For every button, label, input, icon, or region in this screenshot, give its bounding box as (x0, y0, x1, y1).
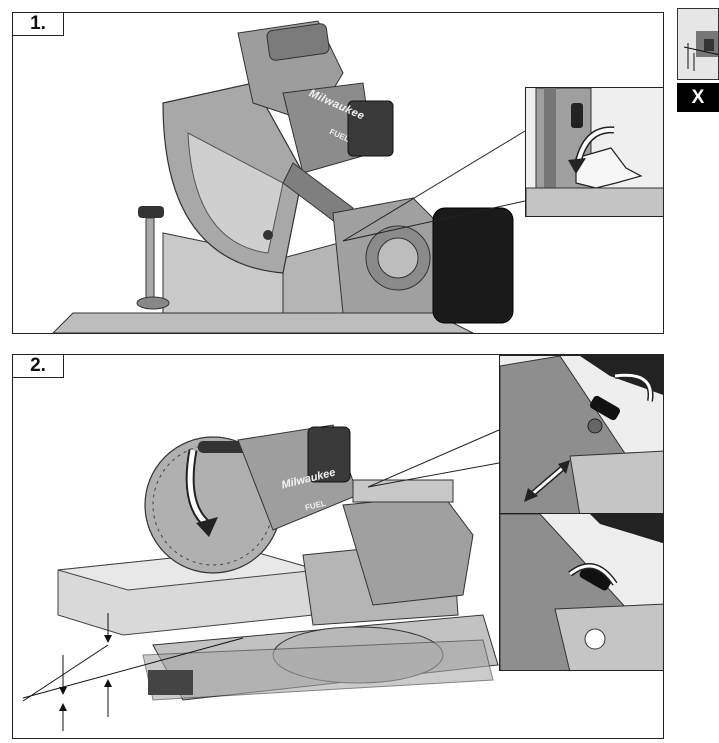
lock-lever-detail (526, 88, 663, 216)
side-tab: X (677, 8, 719, 112)
step-2-detail-inset-bottom (499, 513, 663, 671)
miter-saw-illustration-1 (52, 20, 526, 333)
bevel-knob-loosen-detail (500, 356, 663, 514)
step-1-panel: 1. Milwaukee FUEL (12, 12, 664, 334)
side-tab-thumbnail (677, 8, 719, 80)
step-2-label: 2. (13, 355, 64, 378)
step-1-label: 1. (13, 13, 64, 36)
bevel-knob-tighten-detail (500, 514, 663, 670)
side-tab-label: X (677, 83, 719, 112)
step-1-detail-inset (525, 87, 663, 217)
step-2-detail-inset-top (499, 355, 663, 515)
step-2-panel: 2. Milwauk (12, 354, 664, 739)
miter-saw-illustration-2 (22, 424, 500, 731)
